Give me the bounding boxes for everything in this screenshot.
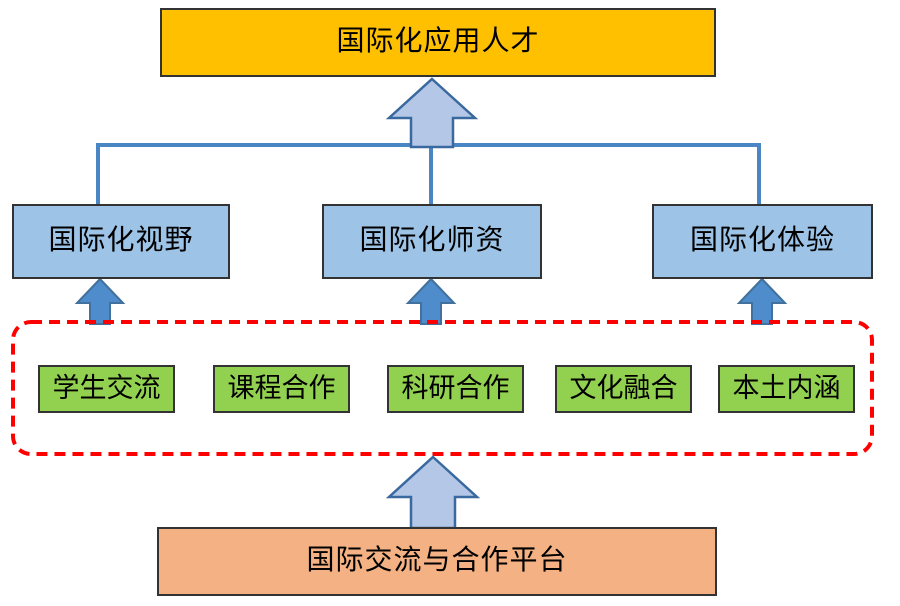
program-box-course-cooperation: 课程合作 (213, 365, 350, 413)
goal-box: 国际化应用人才 (160, 8, 716, 77)
program-box-culture-integration: 文化融合 (555, 365, 692, 413)
dashed-group-outline (11, 320, 874, 456)
platform-box: 国际交流与合作平台 (157, 527, 717, 596)
pillar-box-faculty: 国际化师资 (322, 204, 542, 279)
small-up-arrow-left-icon (74, 277, 126, 325)
program-box-student-exchange: 学生交流 (38, 365, 175, 413)
connector-lines (96, 143, 761, 206)
big-up-arrow-bottom-icon (385, 455, 481, 530)
pillar-box-experience: 国际化体验 (652, 204, 873, 279)
big-up-arrow-top-icon (385, 77, 479, 149)
small-up-arrow-right-icon (736, 277, 788, 325)
program-box-local-connotation: 本土内涵 (718, 365, 855, 413)
pillar-box-vision: 国际化视野 (12, 204, 230, 279)
small-up-arrow-middle-icon (405, 277, 457, 325)
program-box-research-cooperation: 科研合作 (387, 365, 524, 413)
